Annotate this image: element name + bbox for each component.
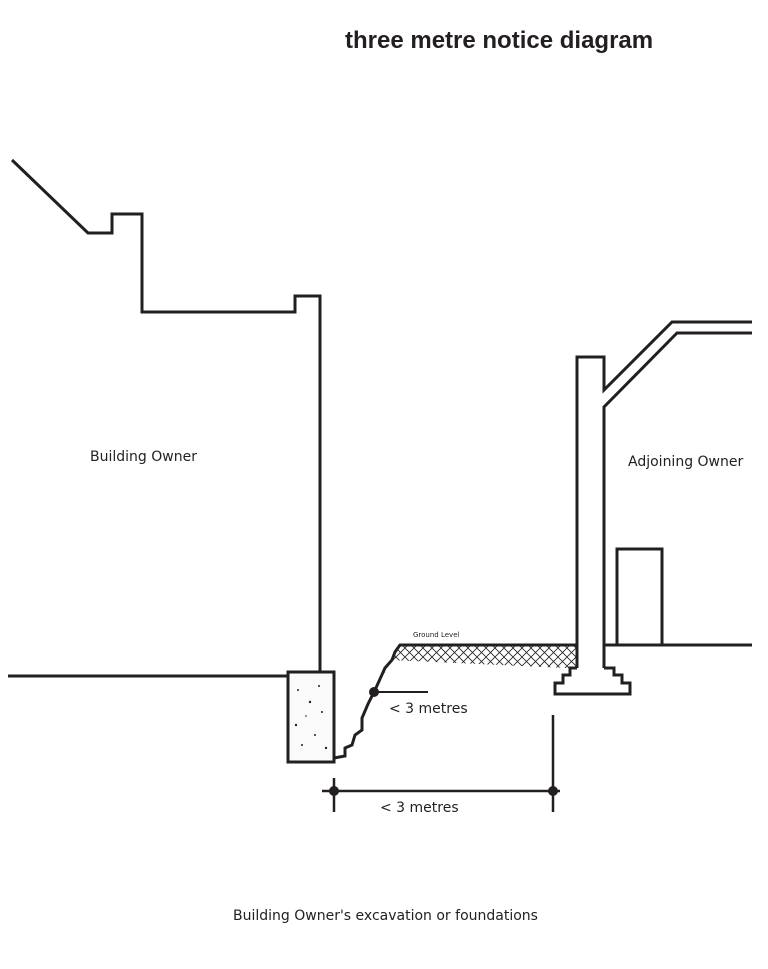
concrete-footing [286, 670, 336, 764]
dimension-point [548, 786, 558, 796]
dimension-point [329, 786, 339, 796]
excavation-slope [333, 643, 577, 760]
ground-level-label: Ground Level [413, 631, 460, 639]
adjoining-roof-inner [602, 331, 752, 668]
caption: Building Owner's excavation or foundatio… [233, 908, 538, 924]
building-owner-label: Building Owner [90, 449, 197, 465]
dimension-point [369, 687, 379, 697]
building-owner-outline [10, 158, 322, 672]
adjoining-owner-label: Adjoining Owner [628, 454, 744, 470]
adjoining-footing [553, 666, 632, 696]
door [615, 547, 664, 645]
page-title: three metre notice diagram [345, 27, 654, 54]
hatched-soil [375, 645, 577, 690]
adjoining-wall [575, 320, 752, 668]
diagonal-distance-label: < 3 metres [389, 701, 468, 717]
horizontal-distance-label: < 3 metres [380, 800, 459, 816]
